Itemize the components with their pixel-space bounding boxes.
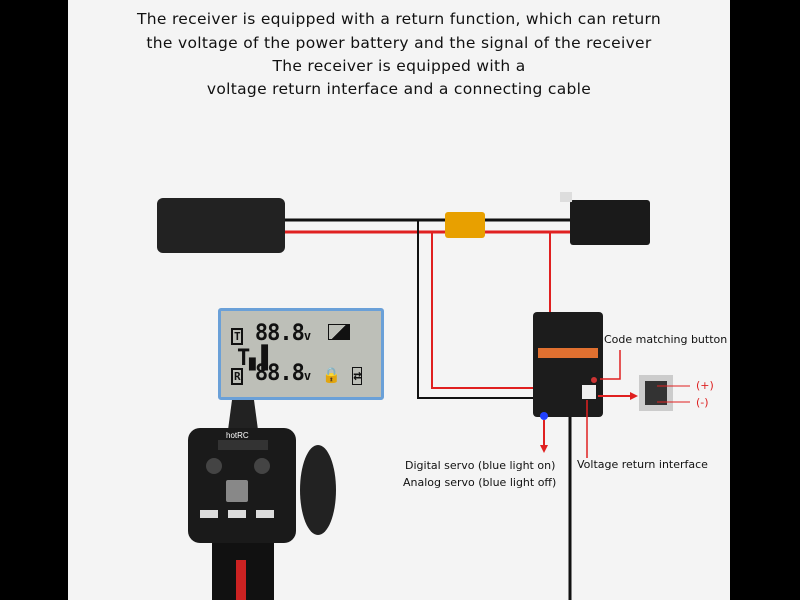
voltage-return-black-wire	[417, 220, 575, 399]
esc	[570, 200, 650, 245]
tx-voltage-unit: v	[303, 329, 311, 343]
throttle-icon	[328, 324, 351, 340]
rx-voltage-reading: 88.8	[254, 361, 305, 386]
plus-label: (+)	[696, 379, 714, 392]
header-line-4: voltage return interface and a connectin…	[206, 80, 592, 98]
tx-battery-icon: T	[231, 328, 243, 345]
signal-strength-icon: T▖▌	[237, 346, 275, 371]
battery	[157, 198, 285, 253]
lcd-display: T 88.8v T▖▌ R 88.8v 🔒 ⇄	[218, 308, 384, 400]
minus-label: (-)	[696, 396, 709, 409]
tx-voltage-reading: 88.8	[254, 321, 305, 346]
diagram-canvas	[68, 0, 730, 600]
transmitter-antenna	[228, 400, 258, 430]
rx-voltage-unit: v	[303, 369, 311, 383]
header-line-3: The receiver is equipped with a	[272, 57, 526, 75]
voltage-return-label: Voltage return interface	[577, 458, 708, 471]
digital-servo-label: Digital servo (blue light on)	[405, 459, 556, 472]
receiver	[533, 312, 603, 417]
code-matching-button	[591, 377, 597, 383]
header-line-2: the voltage of the power battery and the…	[146, 34, 652, 52]
lock-icon: 🔒	[322, 366, 341, 384]
xt60-connector	[445, 212, 485, 238]
channel-swap-icon: ⇄	[352, 367, 362, 385]
header-line-1: The receiver is equipped with a return f…	[137, 10, 661, 28]
voltage-return-port	[582, 385, 596, 399]
rx-battery-icon: R	[231, 368, 243, 385]
blue-led	[540, 412, 548, 420]
voltage-return-red-wire	[431, 232, 575, 389]
steering-wheel	[300, 445, 336, 535]
code-matching-button-label: Code matching button	[604, 333, 728, 346]
transmitter-brand-logo: hotRC	[226, 431, 249, 440]
analog-servo-label: Analog servo (blue light off)	[403, 476, 557, 489]
